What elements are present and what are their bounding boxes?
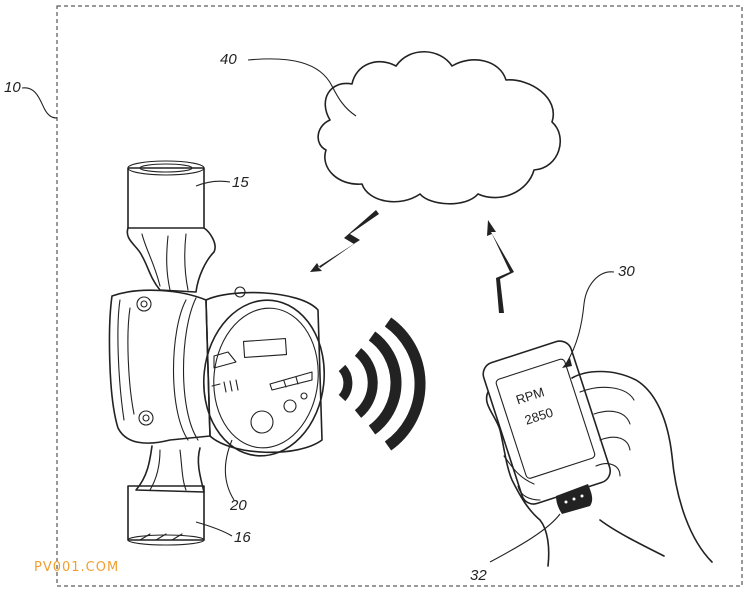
wireless-signal-icon xyxy=(338,317,426,451)
ref-30-label: 30 xyxy=(618,263,635,280)
smartphone-with-hand: RPM 2850 xyxy=(482,340,713,567)
phone-screen-label: RPM xyxy=(514,384,546,407)
ref-10-label: 10 xyxy=(4,79,21,96)
ref-15-leader xyxy=(195,180,231,187)
phone-screen-value: 2850 xyxy=(523,405,555,428)
ref-16-leader xyxy=(195,521,233,537)
ref-40-leader xyxy=(247,58,357,117)
ref-15-label: 15 xyxy=(232,174,249,191)
watermark: PV001.COM xyxy=(34,560,119,575)
ref-16-label: 16 xyxy=(234,529,251,546)
ref-10-leader xyxy=(21,87,58,119)
cloud xyxy=(317,51,562,205)
ref-32-leader xyxy=(489,513,561,563)
uplink-arrow xyxy=(487,220,514,313)
ref-40-label: 40 xyxy=(220,51,237,68)
downlink-arrow xyxy=(310,210,379,272)
smartphone: RPM 2850 xyxy=(482,340,612,505)
system-boundary xyxy=(56,5,743,587)
ref-32-label: 32 xyxy=(470,567,487,584)
pipe-bottom xyxy=(127,485,205,546)
pump-assembly xyxy=(108,160,326,546)
ref-30-leader xyxy=(565,271,615,365)
ref-20-leader xyxy=(224,439,235,501)
ref-20-label: 20 xyxy=(229,497,247,514)
pipe-top xyxy=(127,160,205,229)
